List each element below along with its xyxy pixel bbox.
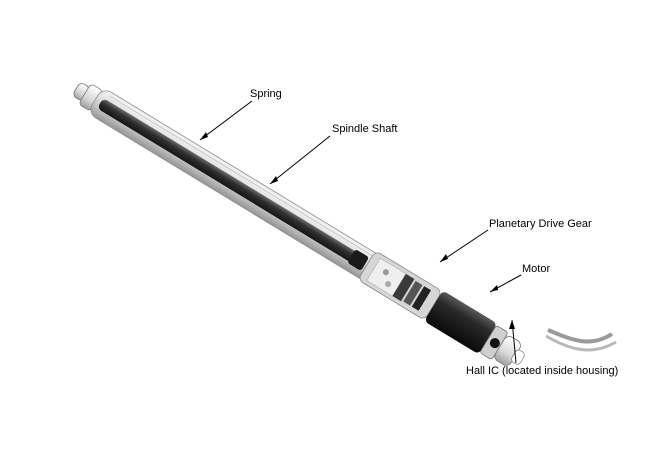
planetary-drive-gear	[359, 252, 441, 319]
spindle-shaft	[98, 99, 358, 263]
cable-2	[545, 334, 617, 352]
motor-label: Motor	[522, 263, 551, 275]
planetary-gear-arrowhead	[440, 254, 448, 262]
spring	[97, 95, 383, 282]
spring-arrowhead	[200, 132, 208, 140]
spring-leader-line	[199, 100, 253, 141]
shaft-nut	[348, 250, 369, 270]
spindle-shaft-label: Spindle Shaft	[332, 123, 398, 135]
spring-label: Spring	[250, 88, 282, 100]
hall-ic	[489, 338, 500, 349]
planetary-drive-gear-label: Planetary Drive Gear	[489, 218, 592, 230]
spindle-shaft-leader-line	[269, 135, 331, 185]
hall-ic-label: Hall IC (located inside housing)	[466, 365, 619, 377]
planetary-gear-leader-line	[439, 229, 489, 263]
cable	[547, 328, 614, 344]
spindle-shaft-arrowhead	[270, 176, 278, 184]
motor	[425, 292, 496, 353]
motor-arrowhead	[490, 285, 498, 292]
hall-ic-arrowhead	[509, 320, 515, 329]
left-end-cap	[73, 83, 102, 111]
leader-arrowheads	[200, 132, 515, 329]
